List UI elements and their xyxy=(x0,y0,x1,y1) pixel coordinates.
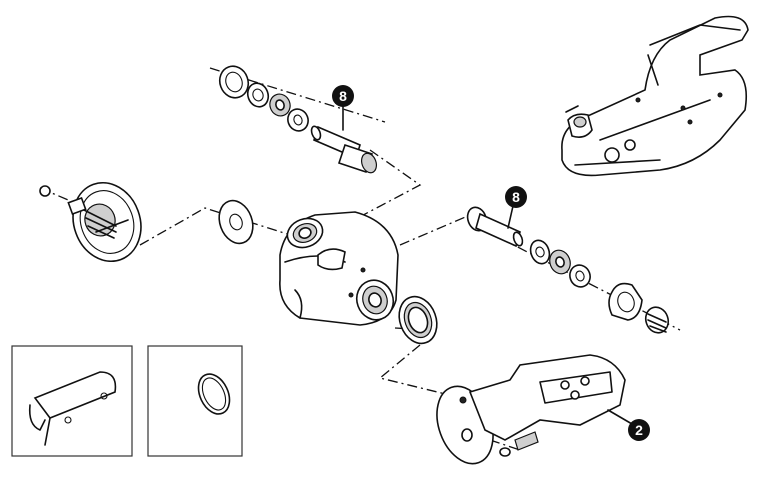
callout-label: 8 xyxy=(512,189,520,205)
callout-2: 2 xyxy=(607,409,650,441)
bushing-and-spring xyxy=(608,282,670,334)
main-housing-body xyxy=(279,211,399,326)
stabilizer-bracket xyxy=(436,354,626,465)
right-pivot-pin xyxy=(466,206,524,248)
inset-clamp-shell xyxy=(11,345,133,457)
left-washer xyxy=(218,199,254,245)
lower-washer xyxy=(398,295,438,345)
callout-label: 2 xyxy=(635,422,643,438)
top-washer-stack xyxy=(218,65,309,132)
right-washer-stack xyxy=(529,239,591,288)
coupling-head xyxy=(561,15,749,177)
callout-label: 8 xyxy=(339,88,347,104)
top-pivot-pin xyxy=(310,125,378,174)
inset-spring-ring xyxy=(147,345,243,457)
spring-cap-assembly xyxy=(39,181,142,263)
callout-8-top: 8 xyxy=(332,85,354,131)
callout-8-right: 8 xyxy=(505,186,527,229)
